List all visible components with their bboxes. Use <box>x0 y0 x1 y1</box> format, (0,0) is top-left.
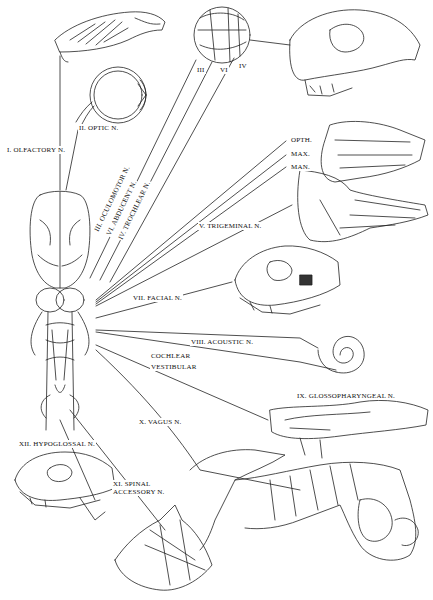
branch-label: VESTIBULAR <box>150 363 198 371</box>
brain-figure <box>30 191 90 430</box>
branch-label: MAX. <box>290 150 311 158</box>
branch-label: IV <box>238 62 248 70</box>
olfactory-figure <box>55 12 165 190</box>
nerve-label: VII. FACIAL N. <box>132 294 183 302</box>
eye-muscle-figure <box>90 7 250 282</box>
optic-eye-figure <box>66 67 146 190</box>
nerve-label: X. VAGUS N. <box>138 418 182 426</box>
trigeminal-head-figure <box>96 121 428 306</box>
branch-label: OPTH. <box>290 136 313 144</box>
glossopharyngeal-head-figure <box>96 345 428 458</box>
nerve-label: IX. GLOSSOPHARYNGEAL N. <box>296 392 396 400</box>
branch-label: MAN. <box>290 163 311 171</box>
hypoglossal-skull-figure <box>15 420 115 520</box>
nerve-label: XII. HYPOGLOSSAL N. <box>18 440 96 448</box>
accessory-neck-figure <box>70 410 212 590</box>
branch-label: III <box>196 66 206 74</box>
branch-label: VI <box>219 66 229 74</box>
skull-orbit-figure <box>250 10 420 96</box>
nerve-label: XI. SPINAL ACCESSORY N. <box>112 480 170 496</box>
nerve-label: II. OPTIC N. <box>78 124 119 132</box>
cochlea-figure <box>96 330 364 373</box>
nerve-label: VIII. ACOUSTIC N. <box>190 338 254 346</box>
nerve-label: I. OLFACTORY N. <box>6 146 66 154</box>
facial-skull-figure <box>96 246 340 318</box>
branch-label: COCHLEAR <box>150 352 191 360</box>
vagus-dog-figure <box>96 350 418 560</box>
nerve-label: V. TRIGEMINAL N. <box>198 222 263 230</box>
